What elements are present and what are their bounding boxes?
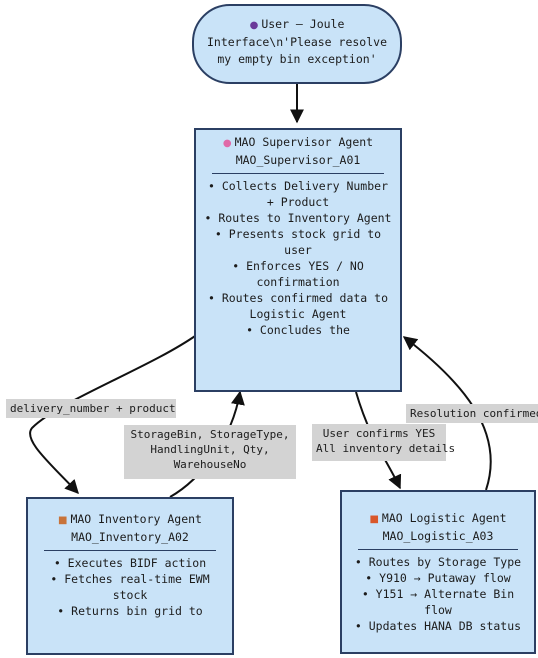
logistic-item: • Y151 → Alternate Bin flow <box>361 587 515 617</box>
supervisor-item: • Collects Delivery Number <box>207 179 388 193</box>
edge-label-confirms-line: User confirms YES <box>322 427 436 440</box>
supervisor-item: + Product <box>266 195 330 209</box>
inventory-node: ■MAO Inventory Agent MAO_Inventory_A02 •… <box>26 497 234 655</box>
edge-label-resolution: Resolution confirmed <box>406 404 538 423</box>
supervisor-item: • Routes confirmed data to <box>207 291 388 305</box>
edge-label-storage-line: WarehouseNo <box>173 458 247 471</box>
edge-label-confirms: User confirms YES All inventory details <box>312 424 456 461</box>
supervisor-divider <box>212 173 384 174</box>
brain-icon: ● <box>222 138 232 149</box>
inventory-item: • Fetches real-time EWM <box>50 572 210 586</box>
user-node-line1: ●User – Joule <box>249 17 345 31</box>
inventory-divider <box>44 550 216 551</box>
supervisor-id: MAO_Supervisor_A01 <box>235 153 361 167</box>
logistic-item: • Updates HANA DB status <box>354 619 522 633</box>
supervisor-item: • Concludes the <box>246 323 350 337</box>
supervisor-item: • Routes to Inventory Agent <box>204 211 392 225</box>
edge-label-delivery: delivery_number + product <box>6 399 176 418</box>
truck-icon: ■ <box>369 514 379 525</box>
edge-label-storage-line: StorageBin, StorageType, <box>130 428 290 441</box>
logistic-divider <box>358 549 518 550</box>
supervisor-item: confirmation <box>256 275 340 289</box>
edge-label-confirms-line: All inventory details <box>316 442 456 455</box>
logistic-item: • Y910 → Putaway flow <box>365 571 511 585</box>
inventory-title: ■MAO Inventory Agent <box>57 512 202 526</box>
edge-label-storage: StorageBin, StorageType, HandlingUnit, Q… <box>124 425 296 479</box>
supervisor-item: Logistic Agent <box>249 307 347 321</box>
package-icon: ■ <box>57 515 68 526</box>
logistic-item: • Routes by Storage Type <box>354 555 522 569</box>
user-node: ●User – Joule Interface\n'Please resolve… <box>192 4 402 84</box>
logistic-node: ■MAO Logistic Agent MAO_Logistic_A03 • R… <box>340 490 536 654</box>
supervisor-node: ●MAO Supervisor Agent MAO_Supervisor_A01… <box>194 128 402 392</box>
supervisor-item: user <box>284 243 312 257</box>
logistic-id: MAO_Logistic_A03 <box>382 529 494 543</box>
user-icon: ● <box>249 20 259 31</box>
edge-label-resolution-clip: Resolution confirmed <box>406 404 538 426</box>
inventory-item: • Executes BIDF action <box>53 556 207 570</box>
edge-label-storage-line: HandlingUnit, Qty, <box>150 443 270 456</box>
inventory-item: stock <box>112 588 148 602</box>
user-node-line2: Interface\n'Please resolve <box>206 35 387 49</box>
supervisor-item: • Enforces YES / NO <box>232 259 364 273</box>
supervisor-title: ●MAO Supervisor Agent <box>222 135 374 149</box>
inventory-item: • Returns bin grid to <box>57 604 203 618</box>
edge-supervisor-to-inventory <box>29 333 199 495</box>
user-node-line3: my empty bin exception' <box>217 52 377 66</box>
inventory-id: MAO_Inventory_A02 <box>71 530 189 544</box>
logistic-title: ■MAO Logistic Agent <box>369 511 507 525</box>
supervisor-item: • Presents stock grid to <box>214 227 382 241</box>
